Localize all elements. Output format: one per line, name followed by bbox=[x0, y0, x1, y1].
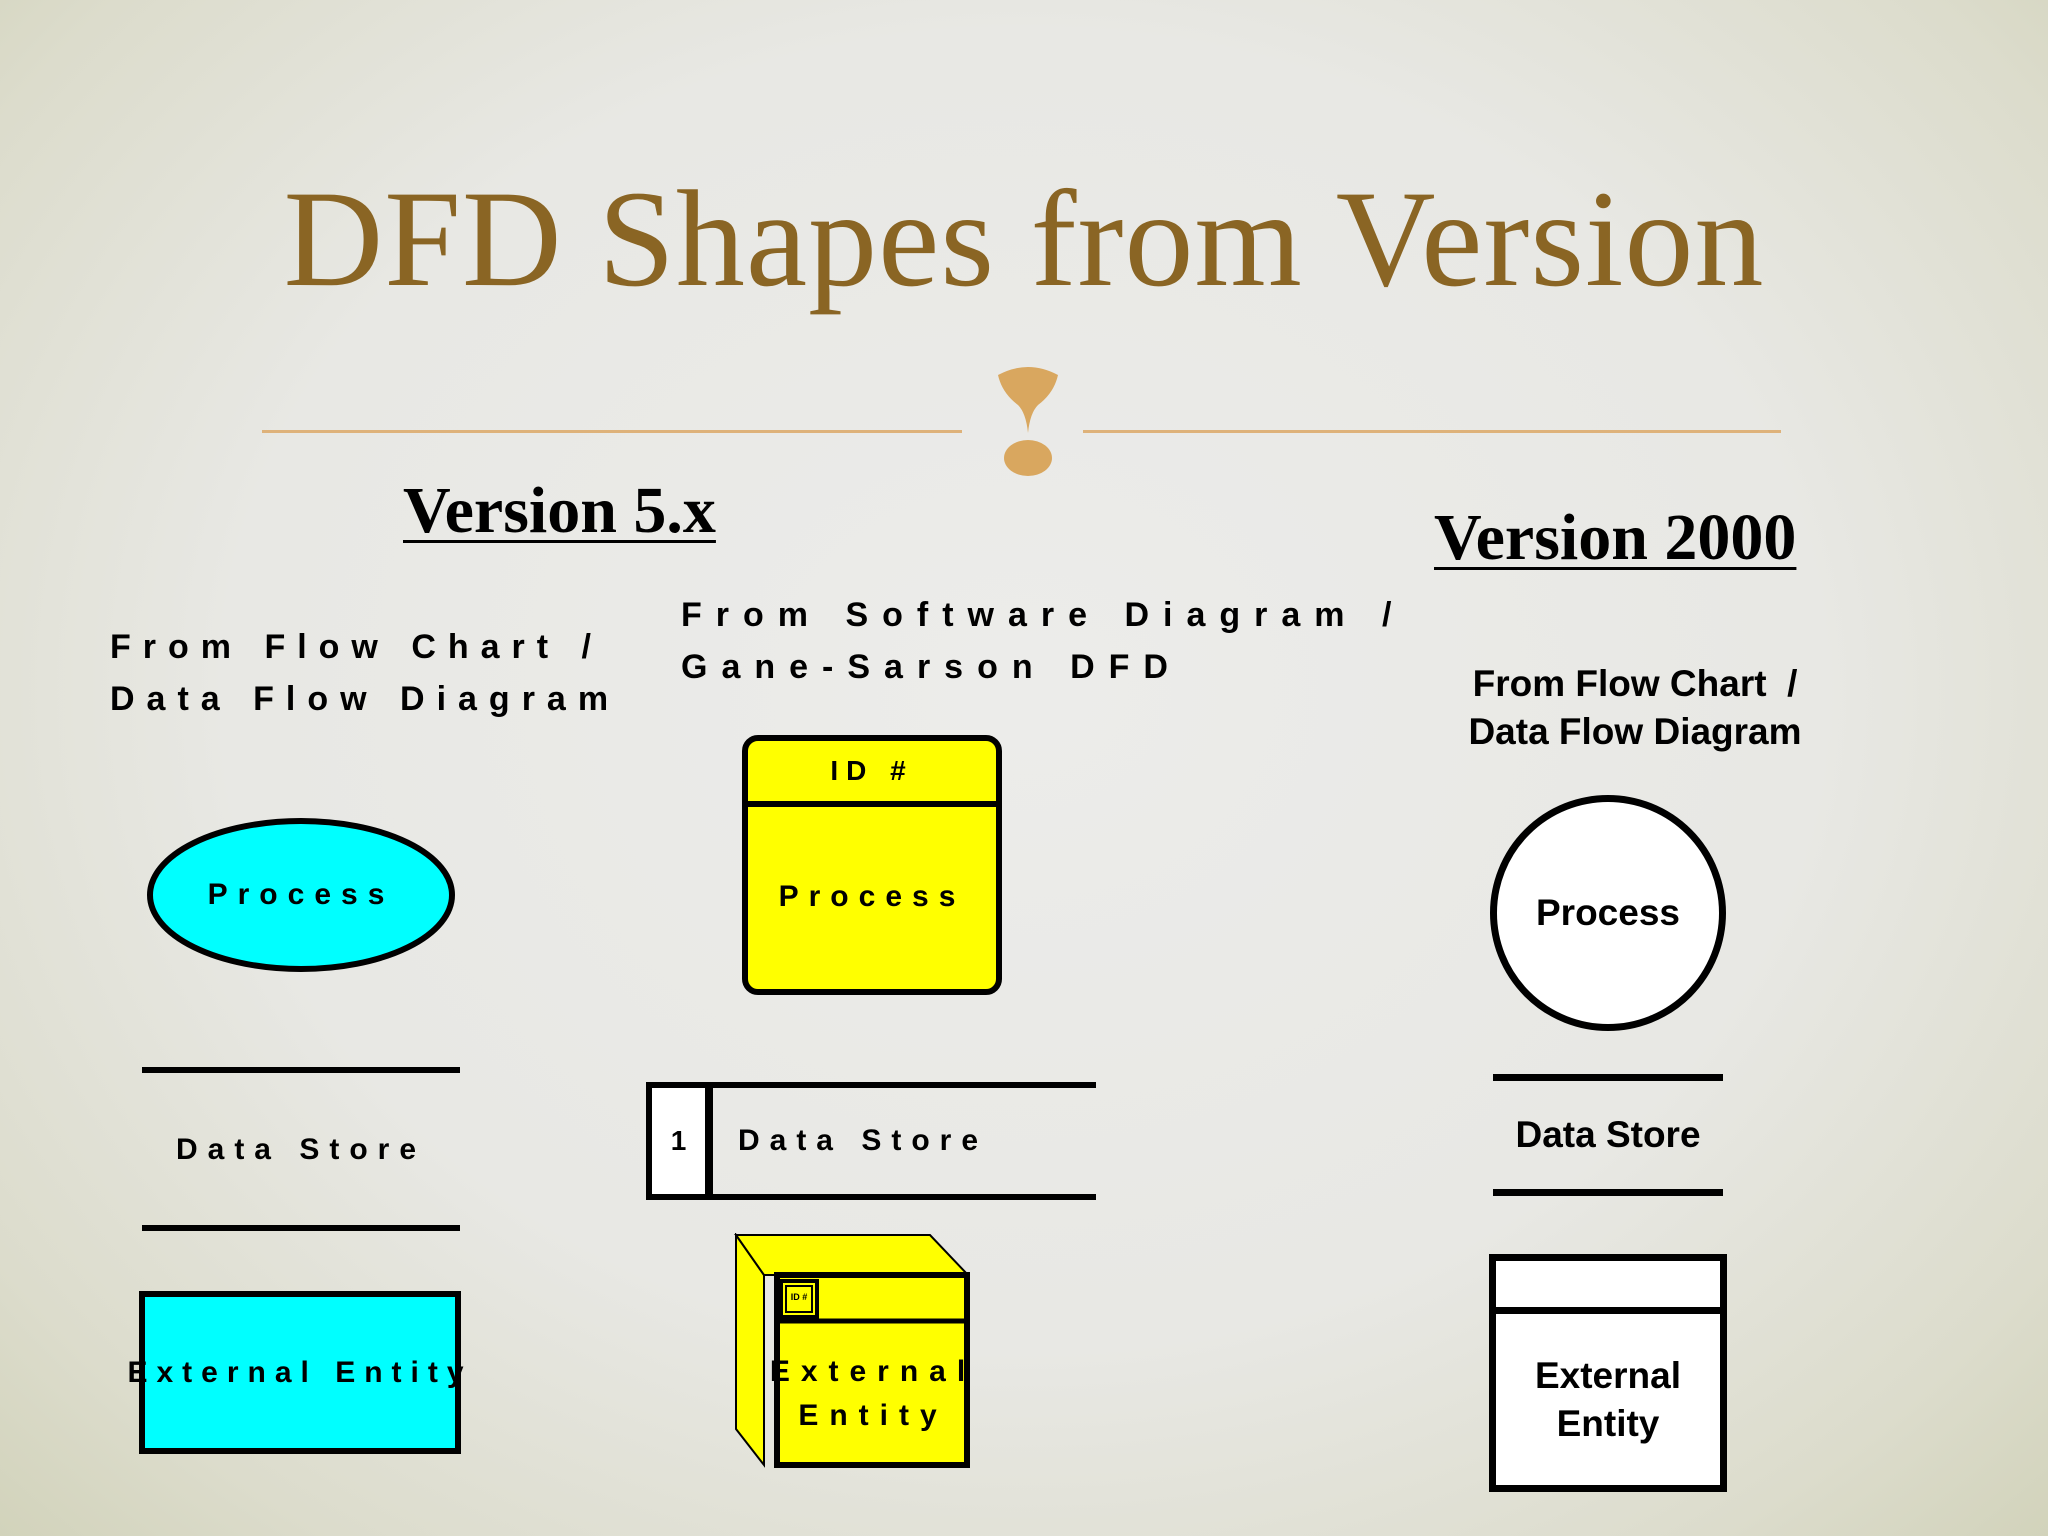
version-2000-caption-line1: From Flow Chart / bbox=[1472, 663, 1798, 704]
process-ellipse: Process bbox=[143, 815, 459, 975]
v2000-data-store: Data Store bbox=[1480, 1105, 1736, 1165]
title-divider-left bbox=[262, 430, 962, 433]
gane-sarson-external-entity-id-label: ID # bbox=[790, 1292, 808, 1303]
v2000-data-store-bottom-line bbox=[1493, 1189, 1723, 1196]
gane-sarson-external-entity: External Entity bbox=[770, 1324, 966, 1464]
data-store-open: Data Store bbox=[142, 1110, 460, 1190]
v2000-external-entity-line1: External bbox=[1534, 1354, 1681, 1396]
data-store-top-line bbox=[142, 1067, 460, 1073]
gane-sarson-data-store: 1 Data Store bbox=[646, 1082, 1096, 1200]
version-2000-caption: From Flow Chart / Data Flow Diagram bbox=[1380, 660, 1890, 756]
v2000-process-label: Process bbox=[1536, 891, 1680, 933]
flowchart-caption-line2: Data Flow Diagram bbox=[110, 680, 621, 718]
gane-sarson-caption-line2: Gane-Sarson DFD bbox=[681, 648, 1182, 686]
gane-sarson-data-store-label: Data Store bbox=[737, 1124, 989, 1157]
fleuron-exclamation-icon bbox=[998, 367, 1058, 476]
external-entity-rectangle: External Entity bbox=[127, 1291, 464, 1454]
version-5x-heading: Version 5.x bbox=[403, 474, 716, 547]
gane-sarson-external-entity-line2: Entity bbox=[798, 1399, 948, 1432]
gane-sarson-external-entity-line1: External bbox=[769, 1355, 977, 1388]
flowchart-caption-line1: From Flow Chart / bbox=[110, 628, 603, 666]
v2000-external-entity-body: External Entity bbox=[1496, 1314, 1720, 1485]
v2000-external-entity: External Entity bbox=[1489, 1254, 1727, 1492]
gane-sarson-caption-line1: From Software Diagram / bbox=[681, 596, 1406, 634]
v2000-data-store-top-line bbox=[1493, 1074, 1723, 1081]
gane-sarson-process: ID # Process bbox=[742, 735, 1002, 995]
gane-sarson-data-store-id: 1 bbox=[670, 1125, 687, 1156]
gane-sarson-process-id-label: ID # bbox=[830, 755, 914, 786]
gane-sarson-data-store-label-cell: Data Store bbox=[713, 1088, 1013, 1194]
version-2000-heading: Version 2000 bbox=[1434, 501, 1797, 574]
gane-sarson-external-entity-shape bbox=[734, 1233, 970, 1468]
gane-sarson-data-store-top-line bbox=[646, 1082, 1096, 1088]
v2000-external-entity-line2: Entity bbox=[1556, 1402, 1660, 1444]
gane-sarson-data-store-id-cell: 1 bbox=[652, 1088, 705, 1194]
gane-sarson-external-entity-id-cell: ID # bbox=[784, 1283, 814, 1313]
gane-sarson-process-body: Process bbox=[748, 807, 996, 987]
title-divider-right bbox=[1083, 430, 1781, 433]
gane-sarson-data-store-left-edge bbox=[646, 1082, 652, 1200]
gane-sarson-data-store-divider bbox=[705, 1082, 713, 1200]
data-store-open-label: Data Store bbox=[175, 1133, 427, 1166]
gane-sarson-data-store-bottom-line bbox=[646, 1194, 1096, 1200]
process-ellipse-label: Process bbox=[207, 878, 395, 911]
external-entity-rectangle-label: External Entity bbox=[127, 1355, 473, 1389]
gane-sarson-process-id-band: ID # bbox=[748, 741, 996, 807]
v2000-data-store-label: Data Store bbox=[1515, 1113, 1701, 1155]
slide-title: DFD Shapes from Version bbox=[283, 162, 1765, 315]
version-2000-caption-line2: Data Flow Diagram bbox=[1468, 711, 1802, 752]
v2000-process-circle: Process bbox=[1490, 795, 1726, 1031]
v2000-external-entity-header-band bbox=[1496, 1261, 1720, 1314]
process-ellipse-shape bbox=[147, 818, 455, 972]
gane-sarson-process-label: Process bbox=[778, 880, 966, 913]
data-store-bottom-line bbox=[142, 1225, 460, 1231]
